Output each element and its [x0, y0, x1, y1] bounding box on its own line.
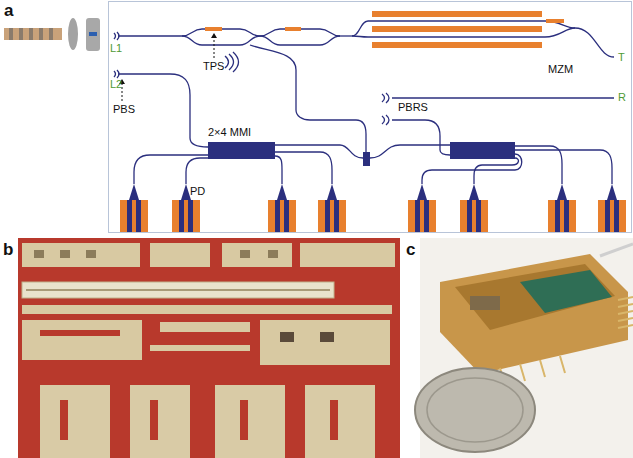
pad-stripe [415, 200, 420, 232]
chip-photo [18, 238, 400, 458]
taper [557, 184, 567, 200]
pad-stripe [555, 200, 560, 232]
pad-stripe [424, 200, 429, 232]
photodetector-pad [598, 200, 626, 232]
panel-letter: c [406, 240, 415, 260]
label: R [618, 91, 626, 104]
photodetectors [120, 184, 626, 232]
taper [469, 184, 479, 200]
pad-stripe [334, 200, 339, 232]
taper [417, 184, 427, 200]
taper [129, 184, 139, 200]
taper [181, 184, 191, 200]
pad-stripe [614, 200, 619, 232]
pad-stripe [188, 200, 193, 232]
label: L1 [110, 42, 122, 55]
grating-illustration [4, 18, 100, 51]
photodetector-pad [318, 200, 346, 232]
mmi-block: 2×4 MMI [208, 125, 275, 159]
photodetector-pad [120, 200, 148, 232]
pad-stripe [284, 200, 289, 232]
leader-lines [122, 36, 214, 101]
electrodes [205, 11, 564, 48]
pad-stripe [325, 200, 330, 232]
crossing [363, 152, 370, 166]
component-label: 2×4 MMI [208, 125, 275, 139]
photodetector-pad [460, 200, 488, 232]
pad-stripe [136, 200, 141, 232]
waveguides [114, 21, 614, 184]
pad-stripe [564, 200, 569, 232]
taper [327, 184, 337, 200]
taper [277, 184, 287, 200]
arrowheads [119, 33, 217, 84]
component: MZM [548, 62, 573, 76]
pad-stripe [467, 200, 472, 232]
photodetector-pad [172, 200, 200, 232]
label: L2 [110, 78, 122, 91]
label: PBRS [398, 101, 428, 114]
photodetector-pad [408, 200, 436, 232]
panel-letter: a [4, 1, 13, 21]
photodetector-pad [548, 200, 576, 232]
pad-stripe [605, 200, 610, 232]
panel-letter: b [3, 240, 13, 260]
component-label: PD [190, 184, 205, 198]
mmi-block [450, 142, 515, 159]
label: TPS [203, 60, 224, 73]
pad-stripe [127, 200, 132, 232]
package-photo [415, 238, 633, 458]
pad-stripe [275, 200, 280, 232]
component: PD [190, 184, 205, 198]
taper [607, 184, 617, 200]
pad-stripe [476, 200, 481, 232]
photodetector-pad [268, 200, 296, 232]
label: T [618, 51, 625, 64]
component-label: MZM [548, 62, 573, 76]
label: PBS [113, 103, 135, 116]
pad-stripe [179, 200, 184, 232]
mmi-body [208, 142, 275, 159]
chip-frame [109, 2, 632, 233]
